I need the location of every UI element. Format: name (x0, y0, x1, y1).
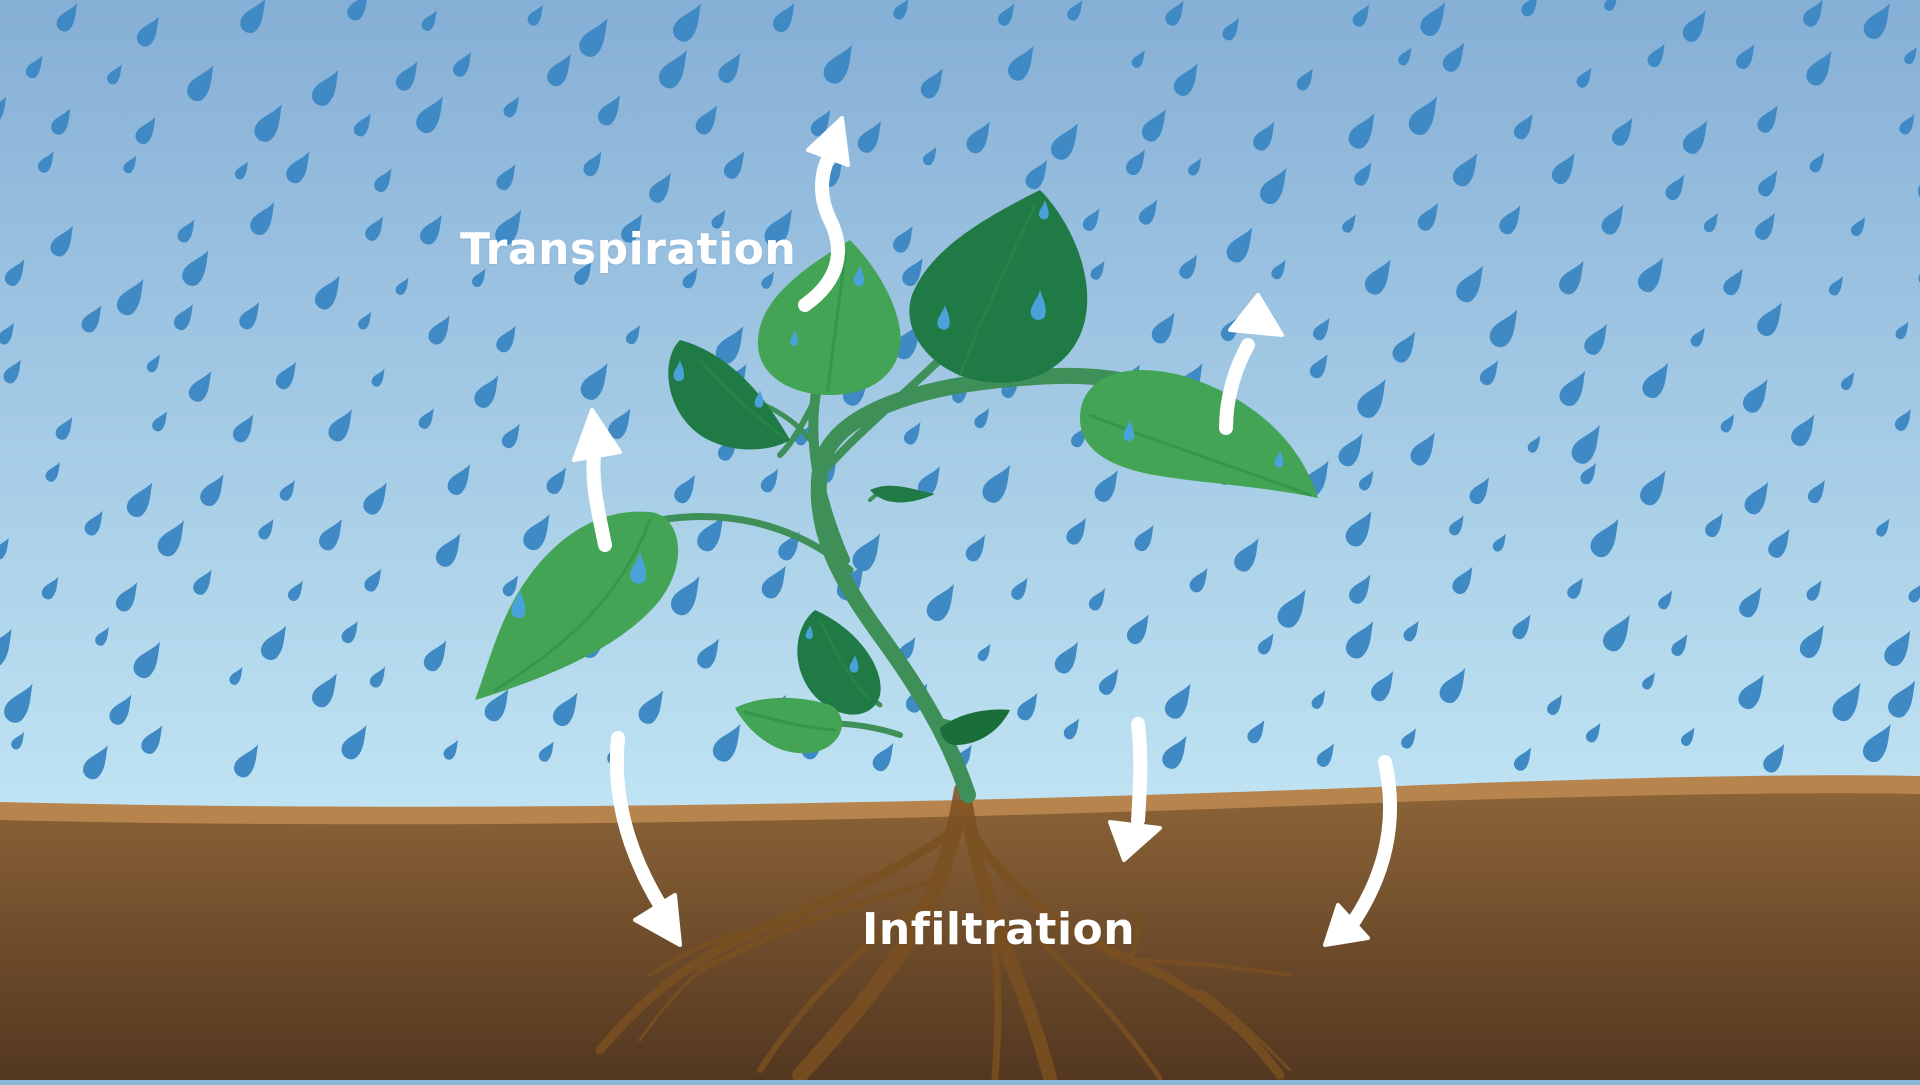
transpiration-label: Transpiration (460, 224, 797, 275)
arrow-down-icon (1108, 717, 1162, 862)
leaf-tiny-middle (870, 485, 935, 503)
leaf-lower-light (735, 697, 842, 754)
arrow-down-icon (609, 731, 682, 947)
arrow-up-icon (1219, 293, 1284, 435)
arrow-up-icon (572, 408, 622, 552)
leaf-small-right (940, 709, 1010, 745)
soil (0, 793, 1920, 1080)
roots (595, 782, 1292, 1085)
leaf-top-left (668, 340, 790, 450)
arrow-down-icon (1323, 755, 1398, 947)
infiltration-label: Infiltration (862, 904, 1136, 955)
leaves (475, 190, 1318, 754)
leaf-right-large (1080, 369, 1318, 498)
transpiration-arrows (572, 116, 1284, 552)
infiltration-arrows (609, 717, 1398, 947)
arrow-up-icon (798, 116, 850, 312)
leaf-top-center (757, 240, 901, 395)
leaf-left-large (475, 511, 679, 700)
sky (0, 0, 1920, 820)
